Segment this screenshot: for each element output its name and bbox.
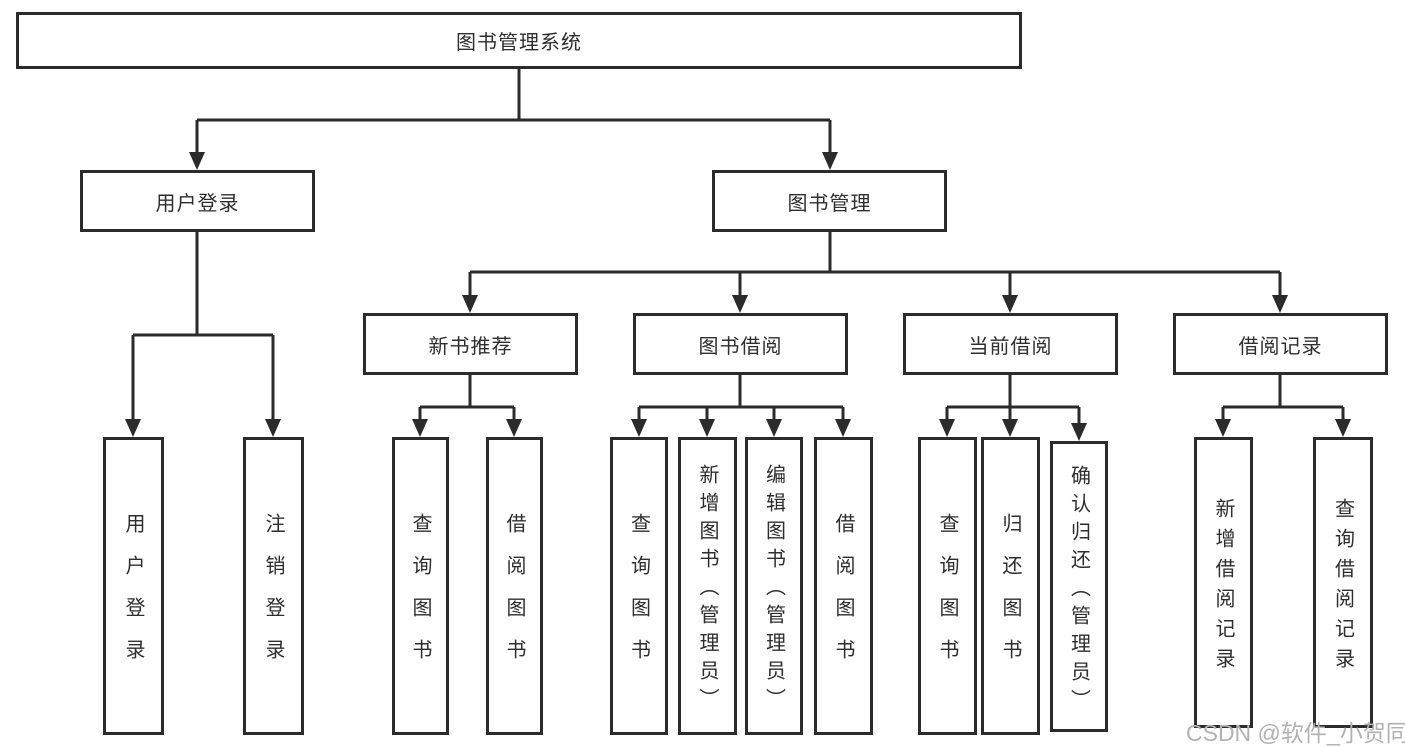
node-new-book-recommend: 新书推荐	[363, 313, 578, 375]
leaf-logout: 注销登录	[243, 437, 304, 735]
node-user-login: 用户登录	[80, 170, 315, 232]
node-current-borrowing: 当前借阅	[903, 313, 1118, 375]
leaf-label: 编辑图书（管理员）	[762, 464, 785, 716]
connector-book-borrowing-to-leaves	[631, 374, 851, 437]
leaf-add-borrow-record: 新增借阅记录	[1194, 437, 1253, 728]
leaf-confirm-return-admin: 确认归还（管理员）	[1050, 441, 1108, 732]
leaf-borrow-books: 借阅图书	[814, 437, 873, 735]
node-library-management-system: 图书管理系统	[16, 12, 1022, 69]
leaf-borrow-books: 借阅图书	[486, 437, 543, 735]
leaf-label: 查询图书	[409, 513, 431, 681]
leaf-add-books-admin: 新增图书（管理员）	[678, 437, 737, 735]
leaf-query-books: 查询图书	[610, 437, 668, 735]
connector-current-borrowing-to-leaves	[939, 374, 1087, 441]
node-label: 当前借阅	[968, 335, 1053, 358]
csdn-watermark: CSDN @软件_小贺同学	[1186, 720, 1405, 746]
leaf-label: 借阅图书	[503, 513, 525, 681]
leaf-edit-books-admin: 编辑图书（管理员）	[745, 437, 803, 735]
connector-book-management-to-level3	[462, 231, 1288, 313]
leaf-query-books: 查询图书	[918, 437, 977, 735]
node-label: 图书借阅	[698, 335, 783, 358]
node-label: 借阅记录	[1238, 335, 1323, 358]
node-borrowing-records: 借阅记录	[1173, 313, 1388, 375]
leaf-label: 确认归还（管理员）	[1067, 464, 1090, 717]
node-book-management: 图书管理	[712, 170, 947, 232]
node-label: 新书推荐	[428, 335, 513, 358]
node-label: 用户登录	[155, 192, 240, 215]
connector-root-to-level2	[189, 69, 838, 170]
leaf-label: 新增图书（管理员）	[696, 464, 718, 716]
leaf-label: 查询借阅记录	[1331, 497, 1354, 678]
connector-new-book-to-leaves	[412, 374, 522, 437]
leaf-label: 注销登录	[262, 513, 284, 681]
leaf-return-books: 归还图书	[981, 437, 1040, 735]
leaf-label: 归还图书	[999, 513, 1021, 681]
leaf-label: 用户登录	[122, 513, 144, 681]
leaf-label: 查询图书	[627, 513, 650, 681]
node-book-borrowing: 图书借阅	[633, 313, 848, 375]
node-label: 图书管理系统	[456, 32, 582, 54]
connector-user-login-to-leaves	[125, 232, 281, 437]
leaf-user-login: 用户登录	[103, 437, 164, 735]
connector-borrowing-records-to-leaves	[1215, 374, 1351, 437]
leaf-label: 新增借阅记录	[1212, 497, 1234, 678]
node-label: 图书管理	[787, 192, 872, 215]
leaf-label: 借阅图书	[832, 513, 854, 681]
leaf-query-books: 查询图书	[392, 437, 449, 735]
leaf-query-borrow-record: 查询借阅记录	[1313, 437, 1373, 728]
leaf-label: 查询图书	[936, 513, 958, 681]
